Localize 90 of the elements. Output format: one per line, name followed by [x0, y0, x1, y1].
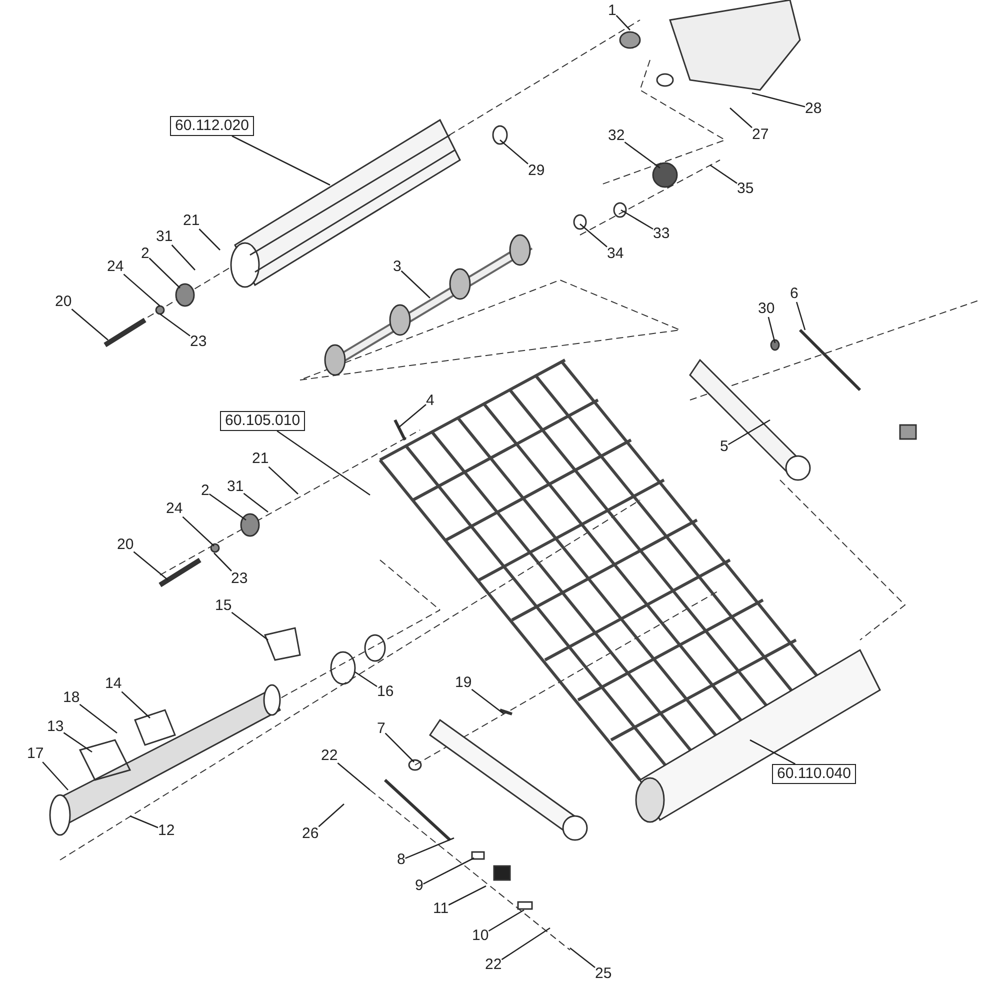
callout-number: 24: [107, 259, 124, 275]
callout-number: 3: [393, 259, 402, 275]
leader-line: [198, 228, 220, 250]
leader-line: [768, 316, 776, 344]
callout-number: 31: [227, 479, 244, 495]
leader-line: [354, 671, 378, 688]
leader-line: [318, 804, 344, 828]
callout-number: 19: [455, 675, 472, 691]
callout-number: 23: [231, 571, 248, 587]
callout-number: 7: [377, 721, 386, 737]
leader-line: [148, 258, 180, 288]
leader-line: [130, 815, 158, 828]
leader-line: [398, 404, 426, 428]
leader-line: [488, 909, 524, 932]
callout-number: 27: [752, 127, 769, 143]
callout-number: 2: [141, 246, 150, 262]
leader-line: [423, 857, 474, 884]
callout-number: 25: [595, 966, 612, 982]
callout-number: 30: [758, 301, 775, 317]
leader-line: [123, 274, 160, 306]
leader-line: [337, 762, 370, 790]
leader-line: [214, 552, 232, 572]
leader-line: [133, 551, 168, 580]
callout-number: 21: [252, 451, 269, 467]
callout-number: 32: [608, 128, 625, 144]
callout-number: 5: [720, 439, 728, 455]
callout-number: 18: [63, 690, 80, 706]
callout-number: 17: [27, 746, 44, 762]
leader-line: [570, 947, 596, 968]
leader-line: [752, 92, 806, 108]
leader-line: [243, 492, 268, 513]
leader-line: [471, 688, 504, 715]
callout-number: 26: [302, 826, 319, 842]
callout-number: 31: [156, 229, 173, 245]
callout-number: 24: [166, 501, 183, 517]
callout-number: 28: [805, 101, 822, 117]
callout-number: 2: [201, 483, 210, 499]
leader-line: [400, 270, 430, 298]
callout-number: 20: [117, 537, 134, 553]
callout-number: 21: [183, 213, 200, 229]
leader-line: [42, 762, 68, 790]
callout-number: 11: [433, 901, 449, 917]
callout-number: 6: [790, 286, 798, 302]
callout-number: 8: [397, 852, 406, 868]
callout-number: 23: [190, 334, 207, 350]
leader-line: [160, 313, 190, 336]
callout-number: 10: [472, 928, 489, 944]
callout-number: 15: [215, 598, 232, 614]
reference-number: 60.105.010: [220, 411, 306, 431]
leader-line: [580, 224, 608, 248]
leader-line: [500, 140, 528, 164]
reference-number: 60.112.020: [170, 116, 254, 136]
leader-line: [796, 302, 806, 330]
callout-number: 22: [485, 957, 502, 973]
callout-number: 34: [607, 246, 624, 262]
leader-line: [624, 142, 660, 169]
leader-line: [182, 516, 214, 546]
leader-line: [232, 135, 330, 186]
leader-line: [728, 419, 770, 446]
callout-number: 13: [47, 719, 64, 735]
leader-line: [231, 612, 268, 641]
leader-line: [710, 164, 738, 184]
leader-line: [276, 430, 370, 496]
callout-number: 12: [158, 823, 175, 839]
leader-line: [616, 14, 630, 30]
leader-line: [71, 308, 108, 340]
callout-number: 35: [737, 181, 754, 197]
leader-line: [171, 244, 196, 270]
callout-number: 9: [415, 878, 424, 894]
leader-line: [384, 732, 414, 762]
callout-number: 16: [377, 684, 394, 700]
leader-line: [750, 739, 796, 765]
callout-number: 29: [528, 163, 545, 179]
leader-line: [448, 885, 486, 906]
leader-line: [405, 837, 454, 859]
leader-line: [79, 704, 118, 734]
leader-line: [121, 691, 150, 718]
callout-number: 1: [608, 3, 616, 19]
callout-number: 22: [321, 748, 338, 764]
callout-number: 14: [105, 676, 122, 692]
reference-number: 60.110.040: [772, 764, 856, 784]
leader-line: [63, 732, 92, 753]
leader-line: [620, 209, 654, 230]
leader-line: [208, 493, 246, 521]
leader-line: [730, 108, 752, 128]
callout-number: 33: [653, 226, 670, 242]
callout-number: 4: [426, 393, 434, 409]
leader-line: [268, 466, 298, 494]
leader-line: [501, 927, 550, 960]
callout-number: 20: [55, 294, 72, 310]
